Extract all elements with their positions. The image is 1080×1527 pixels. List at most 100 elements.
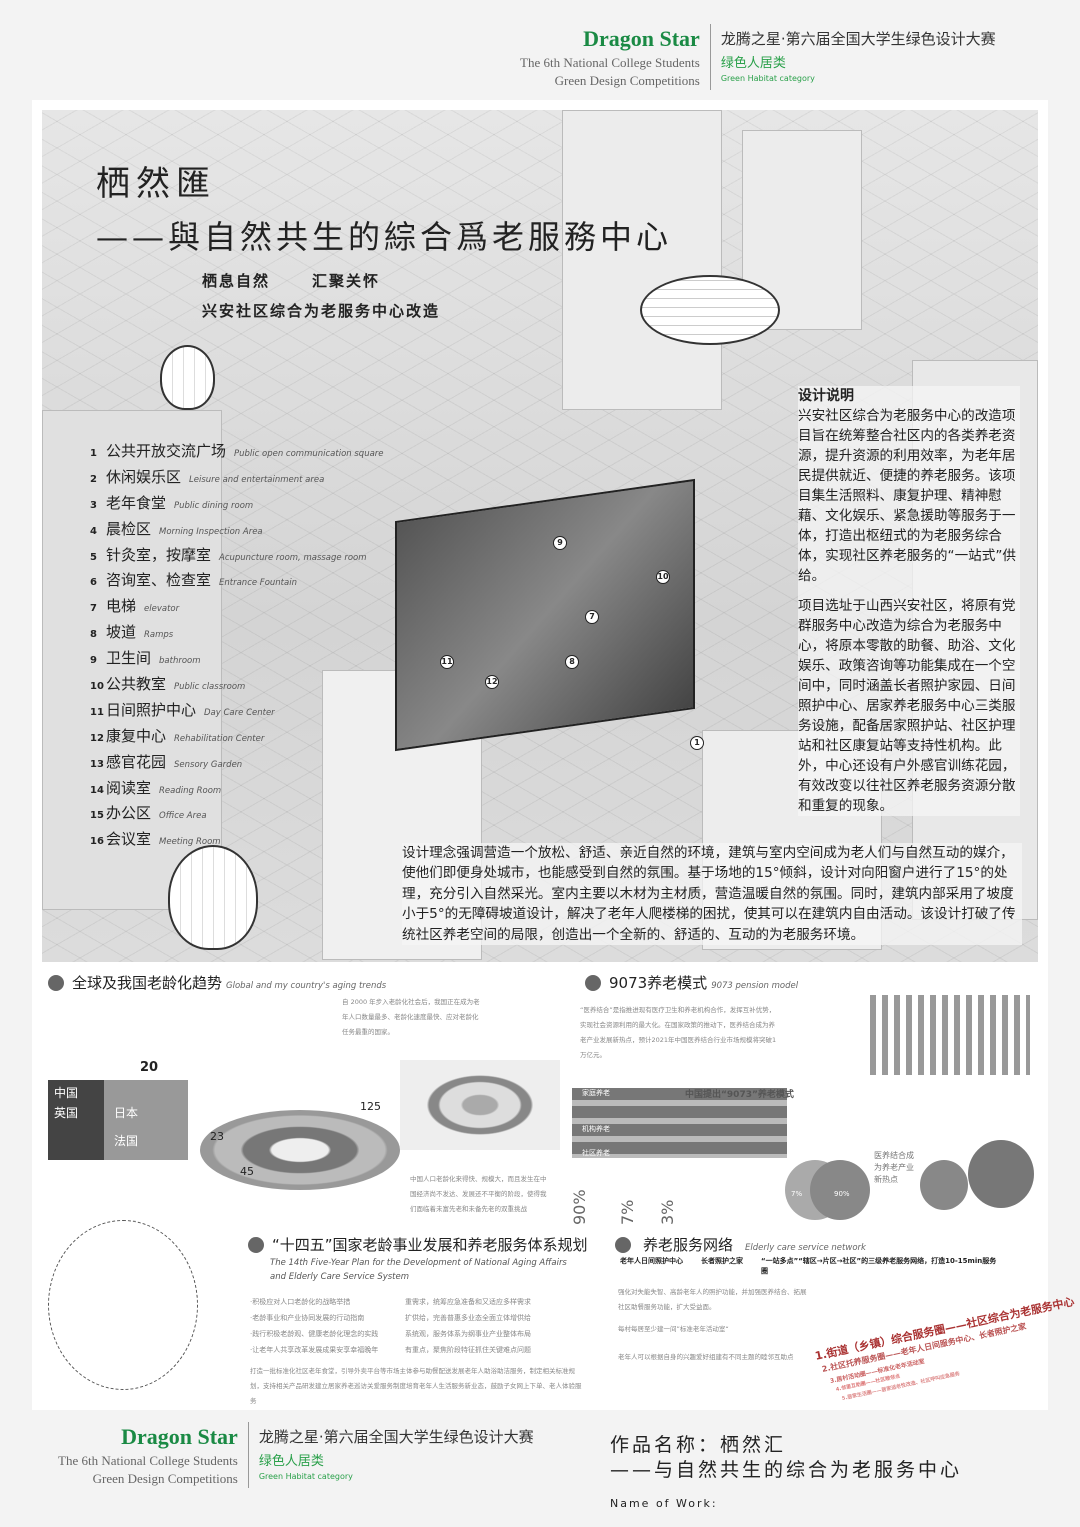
legend-cn: 公共开放交流广场 [106,442,227,460]
row-label: 机构养老 [582,1125,610,1133]
legend-en: Rehabilitation Center [174,733,265,744]
work-en: Name of Work: [610,1497,718,1510]
legend-en: Leisure and entertainment area [189,474,325,485]
marker-11: 11 [440,655,454,669]
row-label: 家庭养老 [582,1089,610,1097]
plan-item: 有重点，聚焦阶段特征抓住关键难点问题 [405,1346,531,1354]
brand-line2: Green Design Competitions [554,73,700,88]
network-label: “一站多点”“辖区→片区→社区”的三级养老服务网络，打造10-15min服务圈 [761,1257,997,1275]
legend-number: 5 [90,551,97,563]
poster-subtitle: ——與自然共生的綜合爲老服務中心 [96,218,673,256]
policy-circle-diagram [48,1220,198,1390]
network-title: 养老服务网络 [643,1236,734,1254]
legend-number: 16 [90,836,104,848]
building-model [395,478,695,752]
airship-icon [640,275,780,345]
legend-item: 5 针灸室，按摩室 Acupuncture room, massage room [90,544,384,570]
slogan-2: 汇聚关怀 [312,272,381,290]
legend-en: Meeting Room [159,837,221,848]
category-en: Green Habitat category [258,1472,353,1481]
legend-cn: 针灸室，按摩室 [106,545,212,564]
legend-number: 4 [90,525,97,537]
legend-en: Day Care Center [204,707,275,718]
legend-en: Public dining room [174,500,254,511]
model-title: 9073养老模式 [609,974,708,992]
category-cn: 绿色人居类 [258,1454,324,1469]
building-block [562,110,722,410]
legend-cn: 康复中心 [106,726,167,745]
legend-number: 2 [90,473,97,485]
legend-number: 11 [90,706,104,718]
legend-en: Public classroom [174,682,246,693]
aging-number: 20 [140,1060,159,1075]
model-text: “医养结合”是指推进现有医疗卫生和养老机构合作，发挥互补优势，实现社会资源利用的… [580,1006,777,1059]
building-block [42,410,222,910]
legend-en: Public open communication square [234,449,384,459]
venn-circle: 90% [810,1160,870,1220]
legend-cn: 老年食堂 [106,493,167,512]
model-hot-text: 医养结合成为养老产业新热点 [874,1151,914,1184]
legend-cn: 感官花园 [106,752,167,771]
legend-en: Acupuncture room, massage room [219,552,367,563]
network-en: Elderly care service network [745,1243,866,1253]
plan-col1: ·积极应对人口老龄化的战略举措·老龄事业和产业协同发展的行动指南·践行积极老龄观… [250,1294,400,1358]
bullet-icon [248,1236,264,1253]
country-label: 日本 [114,1106,139,1120]
legend-cn: 电梯 [106,597,137,616]
design-notes-p1: 兴安社区综合为老服务中心的改造项目旨在统筹整合社区内的各类养老资源，提升资源的利… [798,408,1016,584]
plan-item: 系统观，服务体系为纲事业产业整体布局 [405,1330,531,1338]
legend-number: 10 [90,681,104,693]
project-name: 兴安社区综合为老服务中心改造 [202,302,441,320]
work-subtitle: ——与自然共生的综合为老服务中心 [610,1459,963,1481]
legend-number: 12 [90,732,104,744]
legend-number: 8 [90,629,97,641]
legend-cn: 阅读室 [106,778,152,797]
legend-cn: 办公区 [106,804,152,823]
hot-air-balloon-icon [168,845,258,950]
legend-number: 7 [90,603,97,615]
plan-en2: and Elderly Care Service System [270,1272,410,1282]
bar-graphic [870,995,1030,1075]
ring-number: 23 [210,1130,224,1143]
category-en: Green Habitat category [720,74,815,83]
category-cn: 绿色人居类 [720,56,786,71]
ring-number: 45 [240,1165,254,1178]
percent-90: 90% [570,1189,589,1225]
marker-9: 9 [553,536,567,550]
plan-en1: The 14th Five-Year Plan for the Developm… [270,1258,567,1268]
plan-col2: 重需求，统筹应急准备和又适应多样需求扩供给，完善普惠多业态全面立体增供给系统观，… [405,1294,555,1358]
network-text3: 老年人可以根据自身的兴趣爱好组建有不同主题的睦邻互助点 [618,1353,794,1361]
plan-item: ·老龄事业和产业协同发展的行动指南 [250,1314,365,1322]
gear-icon [920,1160,968,1210]
design-concept: 设计理念强调营造一个放松、舒适、亲近自然的环境，建筑与室内空间成为老人们与自然互… [402,843,1022,946]
venn-label: 90% [834,1190,850,1198]
legend-cn: 公共教室 [106,675,167,694]
plan-item: ·让老年人共享改革发展成果安享幸福晚年 [250,1346,379,1354]
legend-cn: 卫生间 [106,649,152,668]
legend-cn: 日间照护中心 [106,700,197,719]
legend-number: 1 [90,448,97,459]
network-label: 长者照护之家 [701,1257,743,1265]
legend-en: Reading Room [159,785,222,796]
brand: Dragon Star [121,1424,238,1449]
network-section-title: 养老服务网络 Elderly care service network [615,1234,866,1255]
legend-item: 1 公共开放交流广场 Public open communication squar… [90,440,384,466]
country-label: 法国 [114,1134,139,1148]
model-flow-graphic: 家庭养老 机构养老 社区养老 [572,1088,787,1158]
percent-3: 3% [658,1199,677,1225]
work-name-block: 作品名称：栖然汇 ——与自然共生的综合为老服务中心 Name of Work: [610,1433,962,1516]
plan-section-title: “十四五”国家老龄事业发展和养老服务体系规划 [248,1234,588,1255]
bullet-icon [615,1236,631,1253]
